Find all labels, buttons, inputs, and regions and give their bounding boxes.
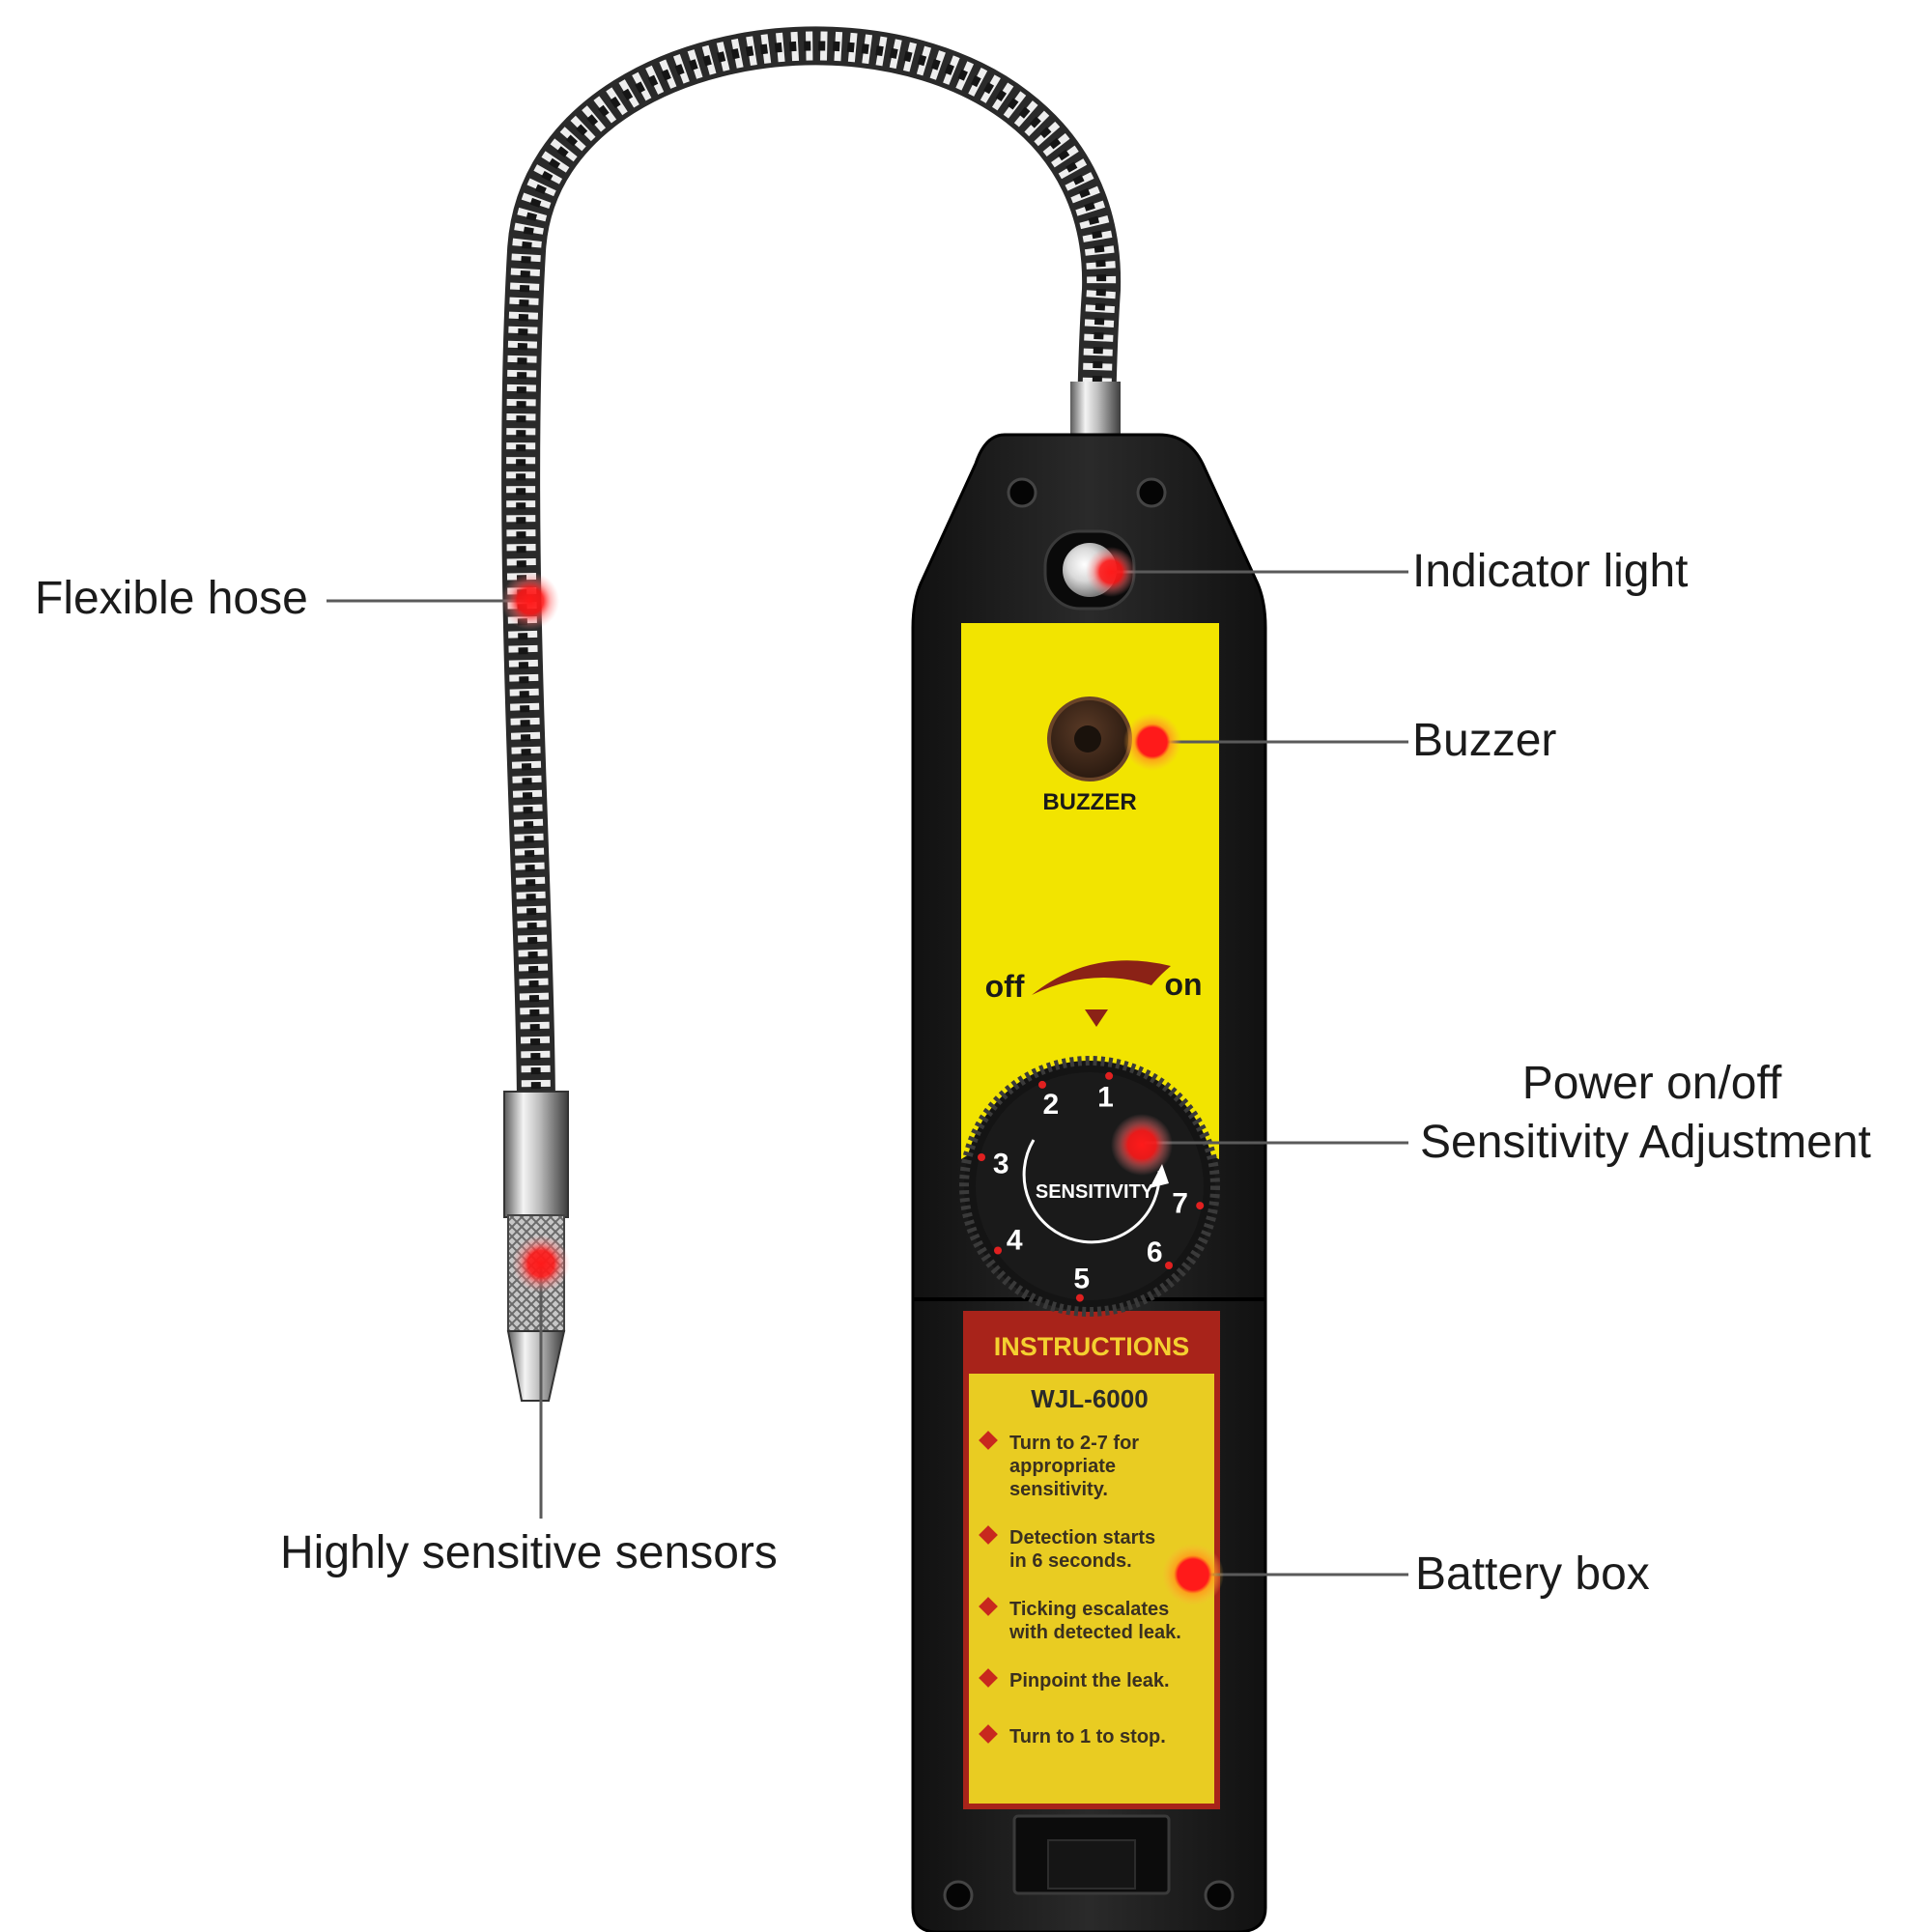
flexible-hose bbox=[501, 26, 1122, 1121]
marker-indicator bbox=[1086, 547, 1136, 597]
dial-numbers: 1 2 3 4 5 67 bbox=[993, 1081, 1188, 1294]
screw-icon bbox=[1204, 1880, 1235, 1911]
markers bbox=[501, 547, 1224, 1605]
marker-battery bbox=[1162, 1544, 1224, 1605]
instructions-header bbox=[966, 1314, 1217, 1374]
dial-tick-dot bbox=[1075, 1293, 1084, 1302]
instruction-step-line: Pinpoint the leak. bbox=[1009, 1670, 1170, 1691]
marker-hose bbox=[501, 572, 559, 630]
instructions-title: INSTRUCTIONS bbox=[994, 1332, 1190, 1361]
marker-power bbox=[1111, 1114, 1173, 1176]
bullet-diamond-icon bbox=[979, 1668, 998, 1688]
callout-sensors: Highly sensitive sensors bbox=[280, 1527, 778, 1578]
model-number: WJL-6000 bbox=[1031, 1384, 1148, 1413]
dial-tick-dot bbox=[978, 1153, 985, 1161]
instruction-step-line: with detected leak. bbox=[1009, 1622, 1181, 1643]
dial-number: 7 bbox=[1172, 1188, 1188, 1220]
marker-sensors bbox=[512, 1235, 570, 1293]
dial-number: 6 bbox=[1147, 1236, 1163, 1268]
dial-tick-dot bbox=[1038, 1080, 1046, 1089]
switch-arrow-icon bbox=[1085, 1009, 1108, 1027]
dial-number: 3 bbox=[993, 1148, 1009, 1179]
instruction-step-line: Detection starts bbox=[1009, 1527, 1155, 1548]
buzzer-label: BUZZER bbox=[1042, 789, 1136, 815]
callout-sensitivity-adjustment: Sensitivity Adjustment bbox=[1420, 1117, 1871, 1168]
hose-top-ferrule bbox=[1070, 382, 1121, 435]
callout-power-onoff: Power on/off bbox=[1521, 1058, 1782, 1109]
instruction-step-line: Ticking escalates bbox=[1009, 1599, 1169, 1620]
screw-icon bbox=[943, 1880, 974, 1911]
dial-label: SENSITIVITY bbox=[1036, 1181, 1154, 1203]
marker-buzzer bbox=[1123, 713, 1181, 771]
callout-indicator-light: Indicator light bbox=[1412, 546, 1689, 597]
bullet-diamond-icon bbox=[979, 1597, 998, 1616]
bullet-diamond-icon bbox=[979, 1525, 998, 1545]
dial-number: 1 bbox=[1097, 1081, 1114, 1113]
switch-off-label: off bbox=[985, 969, 1025, 1004]
dial-tick-dot bbox=[1105, 1071, 1114, 1080]
dial-number: 4 bbox=[1007, 1225, 1023, 1257]
instruction-step-line: Turn to 2-7 for bbox=[1009, 1433, 1139, 1454]
screw-icon bbox=[1136, 477, 1167, 508]
screw-icon bbox=[1007, 477, 1037, 508]
dial-tick-dot bbox=[1165, 1262, 1173, 1269]
dial-tick-dot bbox=[1196, 1202, 1205, 1210]
instruction-step-line: Turn to 1 to stop. bbox=[1009, 1726, 1166, 1747]
callout-battery-box: Battery box bbox=[1415, 1548, 1650, 1600]
bullet-diamond-icon bbox=[979, 1431, 998, 1450]
dial-number: 2 bbox=[1043, 1089, 1060, 1121]
instruction-step-line: sensitivity. bbox=[1009, 1479, 1108, 1500]
dial-number: 5 bbox=[1073, 1264, 1090, 1295]
bullet-diamond-icon bbox=[979, 1724, 998, 1744]
callout-flexible-hose: Flexible hose bbox=[35, 573, 308, 624]
instruction-step-line: in 6 seconds. bbox=[1009, 1550, 1132, 1572]
callout-buzzer: Buzzer bbox=[1412, 715, 1557, 766]
leader-lines bbox=[327, 570, 1408, 1577]
switch-on-label: on bbox=[1164, 967, 1202, 1002]
instruction-step-line: appropriate bbox=[1009, 1456, 1116, 1477]
dial-tick-dot bbox=[994, 1246, 1002, 1255]
switch-arc-icon bbox=[1032, 960, 1171, 995]
